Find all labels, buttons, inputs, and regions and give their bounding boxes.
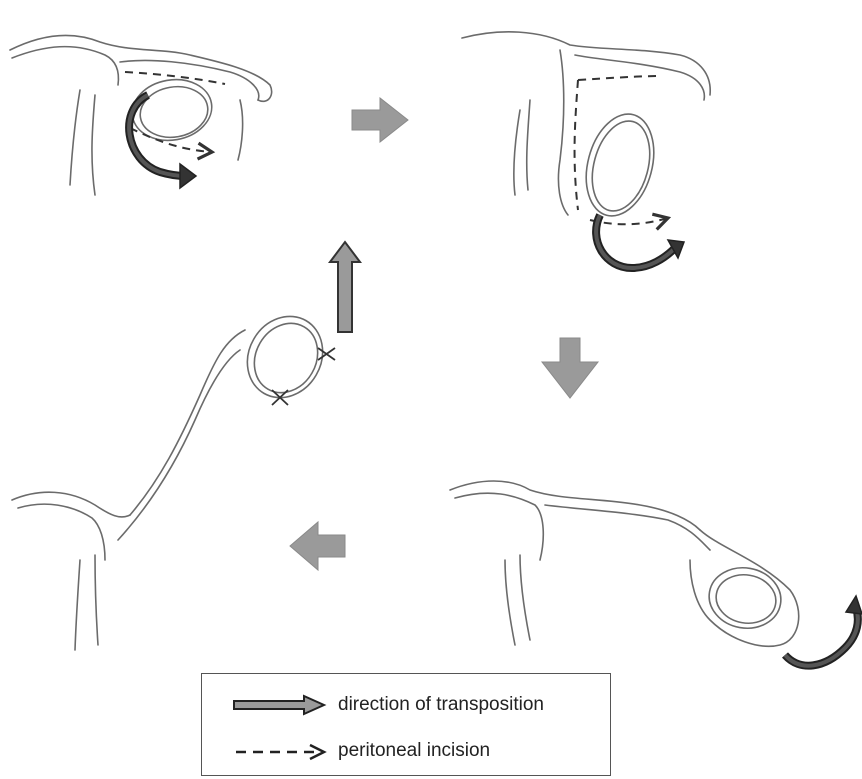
legend-box: direction of transposition peritoneal in… [201, 673, 611, 776]
suture-marks [272, 348, 335, 405]
flow-arrow-left [290, 522, 345, 570]
legend-item-incision: peritoneal incision [202, 736, 610, 766]
flow-arrow-up [330, 242, 360, 332]
stage-4-sketch [12, 303, 337, 650]
stage-3-sketch [450, 481, 799, 646]
flow-arrow-right [352, 98, 408, 142]
legend-label-incision: peritoneal incision [338, 740, 490, 762]
hollow-arrow-icon [232, 694, 332, 716]
stage-1-sketch [10, 35, 272, 195]
legend-item-transposition: direction of transposition [202, 690, 610, 720]
stage-2-sketch [462, 32, 710, 224]
legend-label-transposition: direction of transposition [338, 694, 544, 716]
flow-arrow-down [542, 338, 598, 398]
dashed-arrow-icon [232, 740, 332, 762]
